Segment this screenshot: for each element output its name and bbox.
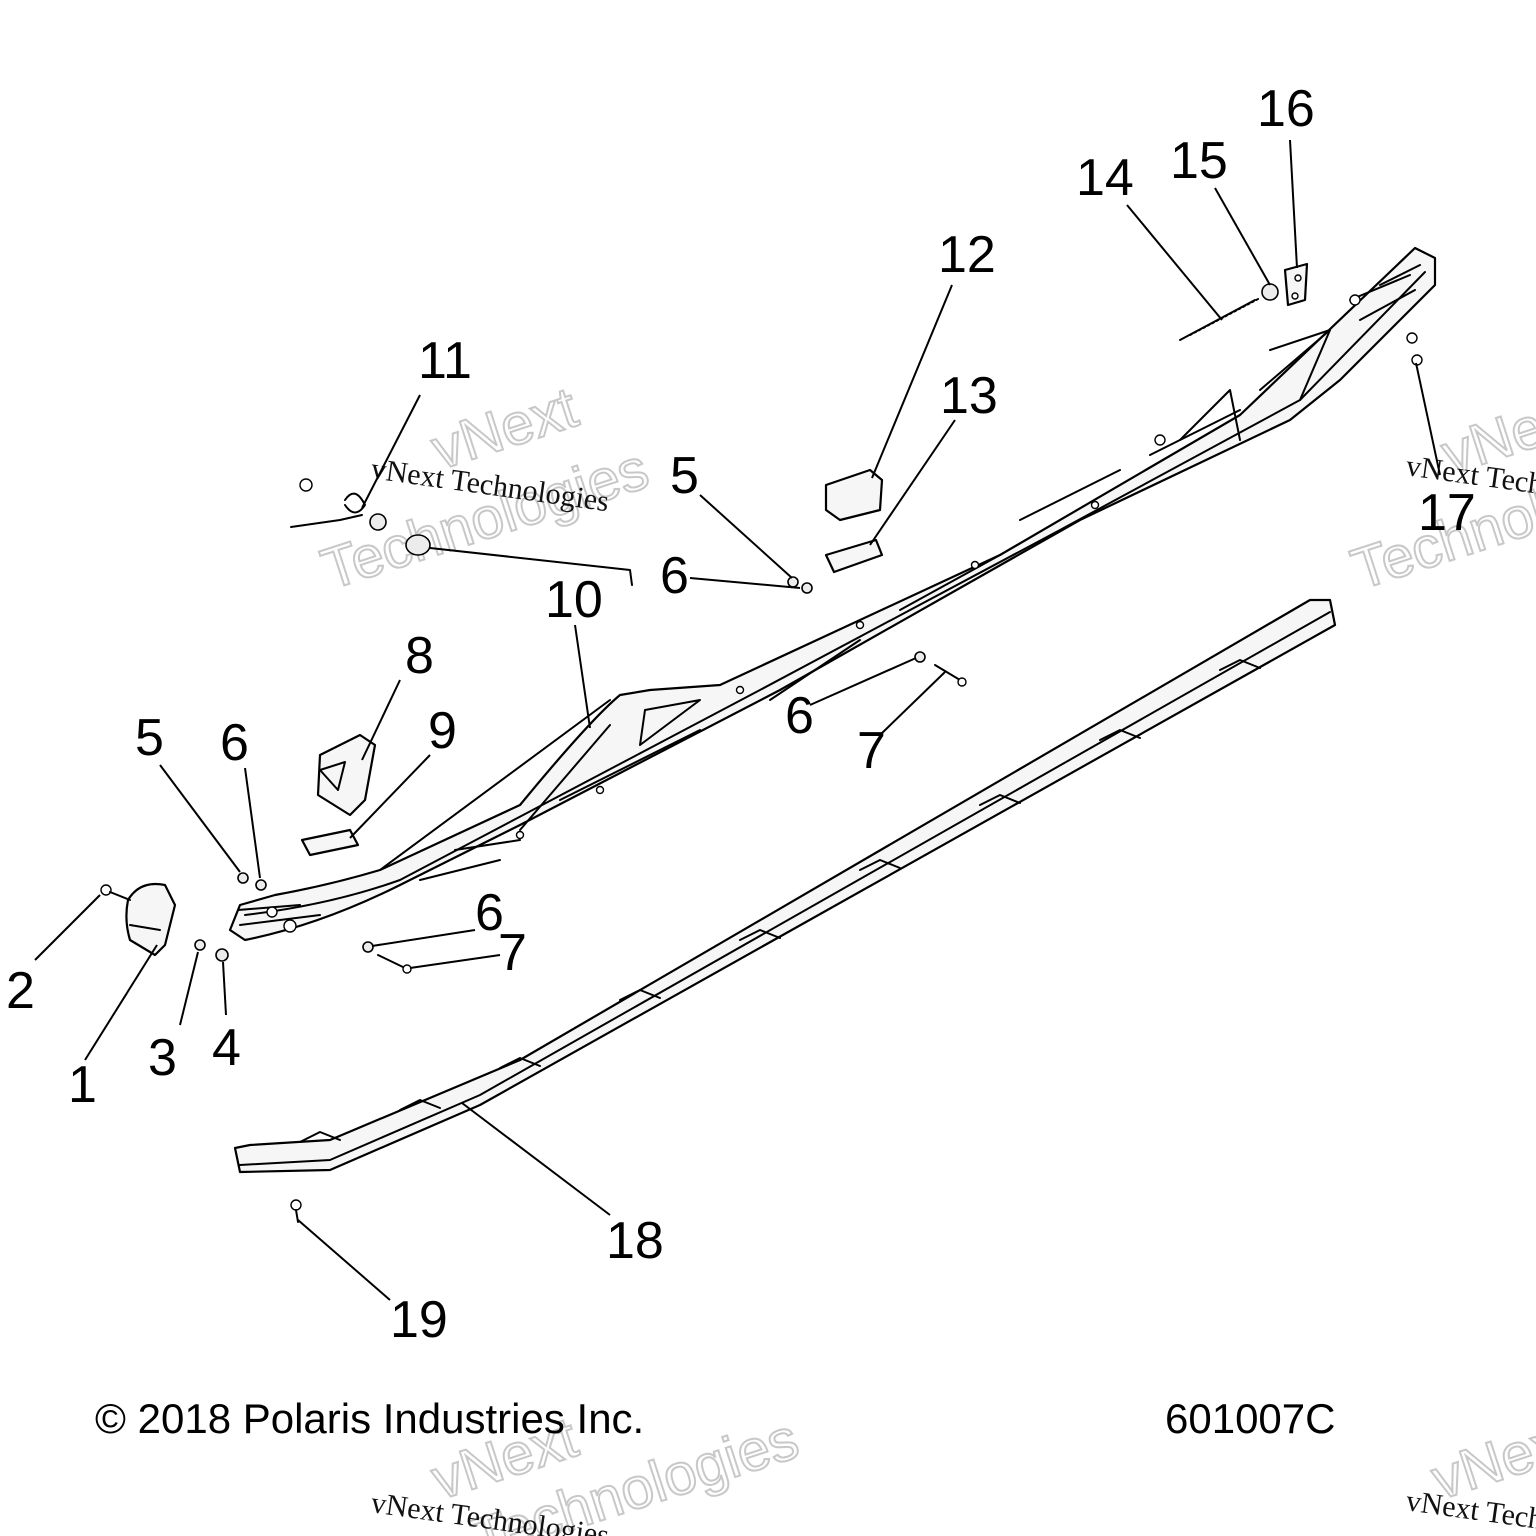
bolt-19 xyxy=(290,1199,302,1223)
adjuster-bolt-14 xyxy=(1179,297,1261,341)
figure-number: 601007C xyxy=(1165,1395,1335,1442)
callout-9: 9 xyxy=(428,702,457,760)
copyright-text: © 2018 Polaris Industries Inc. xyxy=(95,1395,644,1442)
callout-5-mid: 5 xyxy=(670,447,699,505)
callout-6-right: 6 xyxy=(785,687,814,745)
washer-6-mid xyxy=(801,582,813,594)
callout-11: 11 xyxy=(418,332,472,390)
callout-15: 15 xyxy=(1170,132,1228,190)
callout-14: 14 xyxy=(1076,149,1134,207)
callout-7-right: 7 xyxy=(857,722,886,780)
callout-6-mid: 6 xyxy=(660,547,689,605)
callout-4: 4 xyxy=(212,1019,241,1077)
nut-4 xyxy=(215,948,229,962)
callout-6-front: 6 xyxy=(220,714,249,772)
torsion-spring-assembly xyxy=(290,478,633,586)
callout-5-front: 5 xyxy=(135,709,164,767)
callout-17: 17 xyxy=(1418,484,1476,542)
callout-2: 2 xyxy=(6,962,35,1020)
front-cap xyxy=(125,882,177,957)
callout-1: 1 xyxy=(68,1056,97,1114)
washer-6-lower xyxy=(362,941,374,953)
callout-19: 19 xyxy=(390,1291,448,1349)
washer-6-right xyxy=(914,651,926,663)
wear-block-8 xyxy=(316,733,377,817)
callout-6-lower: 6 xyxy=(475,884,504,942)
bolt-7-lower xyxy=(377,954,412,974)
insert-13 xyxy=(824,538,884,574)
watermark-caption: vNext Technologies xyxy=(1404,1484,1536,1536)
callout-18: 18 xyxy=(606,1212,664,1270)
callout-labels: 1 2 3 4 5 5 6 6 6 6 7 7 8 9 10 11 12 13 … xyxy=(6,80,1476,1349)
nut-15 xyxy=(1261,283,1279,301)
callout-7-lower: 7 xyxy=(498,924,527,982)
callout-8: 8 xyxy=(405,627,434,685)
bolt-7-right xyxy=(934,664,967,687)
block-12 xyxy=(824,468,884,522)
leader-lines xyxy=(34,139,1441,1301)
watermark-bottom-right: vNext vNext Technologies xyxy=(1404,1404,1536,1536)
callout-12: 12 xyxy=(938,226,996,284)
callout-10: 10 xyxy=(545,571,603,629)
washer-6-front xyxy=(255,879,267,891)
insert-9 xyxy=(300,828,360,857)
slide-rail-frame xyxy=(228,246,1437,942)
nut-5-mid xyxy=(787,576,799,588)
washer-3 xyxy=(194,939,206,951)
callout-3: 3 xyxy=(148,1029,177,1087)
bolts-17 xyxy=(1406,332,1423,366)
callout-16: 16 xyxy=(1257,80,1315,138)
bolt-2 xyxy=(100,884,131,901)
callout-13: 13 xyxy=(940,367,998,425)
nut-5-front xyxy=(237,872,249,884)
bracket-16 xyxy=(1283,262,1309,307)
hyfax-slide xyxy=(233,598,1337,1174)
